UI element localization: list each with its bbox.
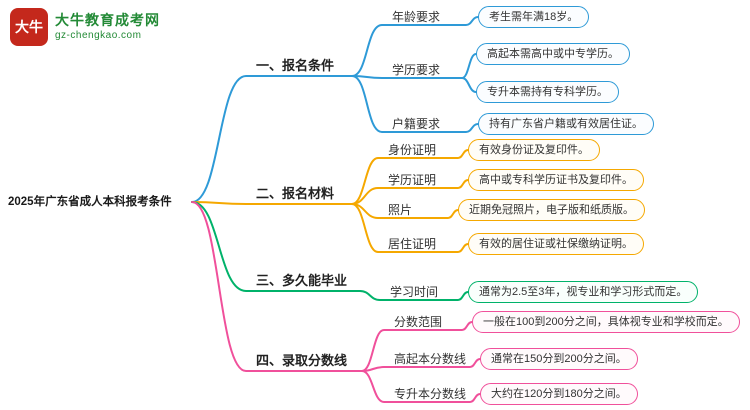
connector-branch4-zsb [361,370,481,403]
topic-education-requirement[interactable]: 学历要求 [392,63,441,77]
logo-subtitle: gz-chengkao.com [55,30,142,41]
leaf-photo[interactable]: 近期免冠照片，电子版和纸质版。 [458,199,645,221]
connector-root-branch4 [191,201,363,372]
root-topic[interactable]: 2025年广东省成人本科报考条件 [8,196,172,208]
connector-edu-leaf1 [461,53,477,79]
connector-branch1-age [351,16,479,77]
topic-study-duration[interactable]: 学习时间 [390,285,439,299]
leaf-age-requirement[interactable]: 考生需年满18岁。 [478,6,590,28]
topic-age-requirement[interactable]: 年龄要求 [392,10,441,24]
logo-bull-icon: 大牛 [10,8,48,46]
connector-branch2-id [351,149,469,205]
topic-residence-requirement[interactable]: 户籍要求 [392,117,441,131]
connector-root-branch2 [191,201,353,205]
site-logo[interactable]: 大牛 大牛教育成考网 gz-chengkao.com [10,8,160,46]
topic-gaoqiben-score[interactable]: 高起本分数线 [394,352,467,366]
connector-branch1-residence [351,75,479,133]
branch-admission-scores[interactable]: 四、录取分数线 [256,353,348,368]
leaf-gaoqiben-score[interactable]: 通常在150分到200分之间。 [480,348,638,370]
leaf-education-zhuanshengben[interactable]: 专升本需持有专科学历。 [476,81,619,103]
leaf-zhuanshengben-score[interactable]: 大约在120分到180分之间。 [480,383,638,405]
topic-zhuanshengben-score[interactable]: 专升本分数线 [394,387,467,401]
topic-residence-proof[interactable]: 居住证明 [388,237,437,251]
connector-branch2-photo [351,203,459,219]
connector-root-branch3 [191,201,361,292]
leaf-residence-proof[interactable]: 有效的居住证或社保缴纳证明。 [468,233,644,255]
topic-id-proof[interactable]: 身份证明 [388,143,437,157]
connector-branch2-eduproof [351,179,469,205]
connector-branch4-range [361,321,473,372]
branch-registration-conditions[interactable]: 一、报名条件 [256,58,335,73]
leaf-education-gaoqiben[interactable]: 高起本需高中或中专学历。 [476,43,630,65]
logo-text-block: 大牛教育成考网 gz-chengkao.com [55,12,160,42]
connector-root-branch1 [191,75,353,203]
branch1-connectors [191,16,479,203]
leaf-education-proof[interactable]: 高中或专科学历证书及复印件。 [468,169,644,191]
connector-edu-leaf2 [461,77,477,93]
leaf-score-range[interactable]: 一般在100到200分之间，具体视专业和学校而定。 [472,311,740,333]
connector-branch2-resproof [351,203,469,253]
leaf-study-duration[interactable]: 通常为2.5至3年，视专业和学习形式而定。 [468,281,699,303]
connector-branch4-gqb [361,358,481,372]
leaf-residence-requirement[interactable]: 持有广东省户籍或有效居住证。 [478,113,654,135]
branch-registration-materials[interactable]: 二、报名材料 [256,186,335,201]
logo-title: 大牛教育成考网 [55,12,160,28]
branch3-connectors [191,201,469,301]
topic-score-range[interactable]: 分数范围 [394,315,443,329]
connector-branch1-edu [351,75,463,79]
topic-education-proof[interactable]: 学历证明 [388,173,437,187]
branch2-connectors [191,149,469,253]
branch4-connectors [191,201,481,403]
branch-graduation-time[interactable]: 三、多久能毕业 [256,273,348,288]
logo-icon-text: 大牛 [15,19,43,35]
connector-branch3-duration [359,290,469,301]
leaf-id-proof[interactable]: 有效身份证及复印件。 [468,139,600,161]
topic-photo[interactable]: 照片 [388,203,413,217]
